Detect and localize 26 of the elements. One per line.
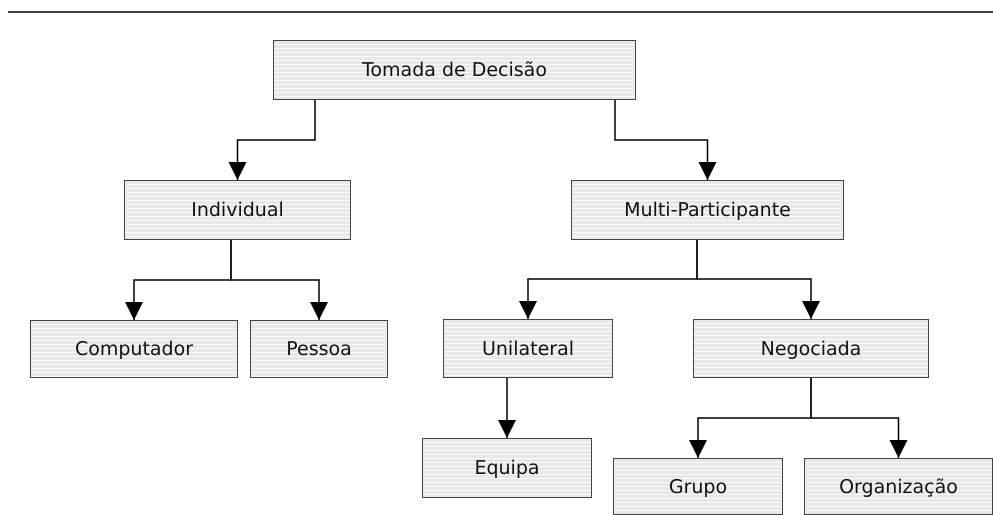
connector-arrow xyxy=(230,240,328,320)
category-box xyxy=(422,438,592,498)
box-label: Pessoa xyxy=(286,338,352,360)
box-label: Organização xyxy=(839,476,958,498)
category-box xyxy=(804,458,993,515)
box-label: Computador xyxy=(74,338,194,360)
category-box xyxy=(30,320,238,378)
connector-arrow xyxy=(696,240,820,319)
category-box xyxy=(124,180,351,240)
box-label: Equipa xyxy=(474,457,540,479)
box-label: Multi-Participante xyxy=(624,199,791,221)
box-label: Tomada de Decisão xyxy=(362,59,547,81)
box-label: Grupo xyxy=(668,476,728,498)
category-box xyxy=(273,40,636,100)
category-box xyxy=(443,319,613,378)
box-label: Individual xyxy=(191,199,284,221)
box-label: Negociada xyxy=(760,338,862,360)
connector-arrow xyxy=(614,100,716,180)
connector-arrow xyxy=(228,100,316,180)
connector-arrow xyxy=(498,378,516,438)
category-box xyxy=(250,320,388,378)
category-box xyxy=(571,180,844,240)
category-box xyxy=(613,458,783,515)
connector-arrow xyxy=(810,378,908,458)
category-box xyxy=(693,319,929,378)
box-label: Unilateral xyxy=(482,338,574,360)
